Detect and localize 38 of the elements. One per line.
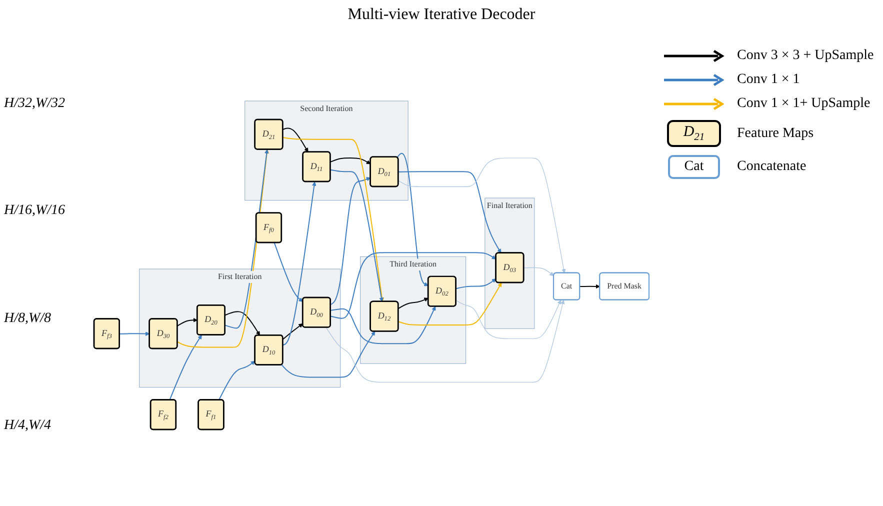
arrow [398,170,502,253]
arrow [330,306,436,344]
arrow [282,136,384,302]
arrow [281,330,376,378]
arrow [330,252,496,319]
legend-text: Feature Maps [737,126,814,142]
arrow [282,323,304,340]
arrow [398,157,566,274]
arrow [398,297,428,309]
arrow [330,157,371,164]
scale-label: H/4,W/4 [4,418,52,434]
scale-label: H/8,W/8 [4,310,52,327]
arrow [176,318,198,326]
arrow [282,181,316,346]
feature-map-sample: D$_{21}$ [667,120,721,147]
arrow [326,300,565,382]
arrow [524,267,554,276]
arrow [274,242,304,302]
scale-label: H/32,W/32 [4,96,66,112]
arrow [169,334,202,400]
arrow [282,127,308,152]
arrow [119,331,150,336]
arrow [218,360,256,400]
arrow [456,300,562,339]
concatenate-sample: Cat [668,155,720,179]
diagram-title: Multi-view Iterative Decoder [346,5,536,25]
arrow [579,284,600,288]
arrow [456,278,496,289]
legend-text: Conv 3 × 3 + UpSample [737,48,874,64]
legend-text: Conv 1 × 1 [737,72,800,88]
legend-text: Concatenate [737,159,806,175]
arrow [396,152,428,286]
arrow [330,169,384,302]
scale-label: H/16,W/16 [4,203,66,220]
arrow [224,310,260,336]
arrow [398,282,502,326]
arrow [330,176,371,305]
legend-text: Conv 1 × 1+ UpSample [737,96,870,112]
